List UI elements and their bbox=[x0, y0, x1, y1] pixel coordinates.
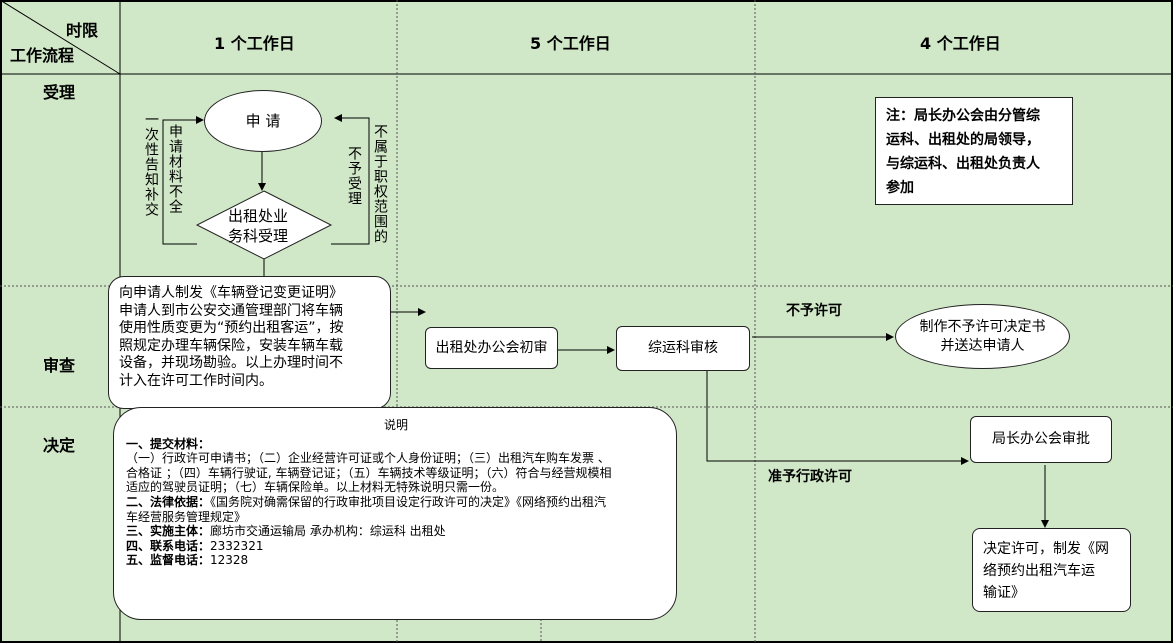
refuse-line-2: 并送达申请人 bbox=[940, 337, 1025, 354]
refuse-text: 制作不予许可决定书 并送达申请人 bbox=[920, 318, 1046, 356]
dept-accept-line-1: 出租处业 bbox=[228, 207, 289, 225]
explanation-line-body: 车经营服务管理规定》 bbox=[126, 509, 247, 524]
not-accepted-label: 不予受理 bbox=[346, 146, 362, 206]
column-header-3: 4 个工作日 bbox=[920, 34, 1001, 53]
column-header-2: 5 个工作日 bbox=[530, 34, 611, 53]
first-review-label: 出租处办公会初审 bbox=[435, 339, 548, 356]
first-review-node: 出租处办公会初审 bbox=[425, 327, 558, 369]
issue-certificate-text: 向申请人制发《车辆登记变更证明》 申请人到市公安交通管理部门将车辆 使用性质变更… bbox=[119, 285, 344, 390]
explanation-panel: 说明 一、提交材料： （一）行政许可申请书；（二）企业经营许可证或个人身份证明；… bbox=[113, 407, 677, 620]
explanation-body: 说明 一、提交材料： （一）行政许可申请书；（二）企业经营许可证或个人身份证明；… bbox=[126, 418, 666, 568]
no-permit-label: 不予许可 bbox=[786, 303, 842, 319]
bureau-approve-node: 局长办公会审批 bbox=[970, 416, 1112, 463]
materials-incomplete-label: 申请材料不全 bbox=[167, 124, 183, 214]
explanation-line-body: （一）行政许可申请书；（二）企业经营许可证或个人身份证明；（三）出租汽车购车发票… bbox=[126, 451, 610, 466]
note-line-2: 运科、出租处的局领导， bbox=[886, 132, 1040, 148]
corner-process-label: 工作流程 bbox=[10, 46, 75, 65]
explanation-line: 合格证 ；（四）车辆行驶证, 车辆登记证；（五）车辆技术等级证明；（六）符合与经… bbox=[126, 466, 666, 481]
issue-line-6: 计入在许可工作时间内。 bbox=[119, 372, 273, 389]
apply-node: 申 请 bbox=[204, 90, 322, 152]
explanation-line: 适应的驾驶员证明；（七）车辆保险单。以上材料无特殊说明只需一份。 bbox=[126, 480, 666, 495]
explanation-line: 四、联系电话：2332321 bbox=[126, 539, 666, 554]
corner-time-label: 时限 bbox=[66, 21, 99, 40]
issue-line-3: 使用性质变更为“预约出租客运”，按 bbox=[119, 320, 344, 336]
decision-line-1: 决定许可，制发《网 bbox=[983, 541, 1109, 557]
issue-certificate-node: 向申请人制发《车辆登记变更证明》 申请人到市公安交通管理部门将车辆 使用性质变更… bbox=[108, 276, 391, 409]
refuse-line-1: 制作不予许可决定书 bbox=[919, 318, 1046, 335]
explanation-line: 五、监督电话：12328 bbox=[126, 553, 666, 568]
explanation-line-head: 四、联系电话： bbox=[126, 538, 211, 553]
note-box: 注：局长办公会由分管综 运科、出租处的局领导， 与综运科、出租处负责人 参加 bbox=[875, 97, 1073, 205]
column-header-1: 1 个工作日 bbox=[214, 34, 295, 53]
notice-supplement-label: 一次性告知补交 bbox=[143, 112, 159, 217]
issue-line-2: 申请人到市公安交通管理部门将车辆 bbox=[119, 302, 343, 319]
explanation-line-body: 廊坊市交通运输局 承办机构：综运科 出租处 bbox=[210, 524, 446, 539]
section-review-node: 综运科审核 bbox=[616, 326, 750, 371]
decision-line-3: 输证》 bbox=[983, 585, 1025, 601]
bureau-approve-label: 局长办公会审批 bbox=[992, 431, 1090, 448]
explanation-line: 车经营服务管理规定》 bbox=[126, 510, 666, 525]
explanation-line: 一、提交材料： bbox=[126, 437, 666, 452]
note-line-3: 与综运科、出租处负责人 bbox=[886, 156, 1040, 172]
dept-accept-label: 出租处业 务科受理 bbox=[228, 206, 288, 246]
explanation-line-head: 五、监督电话： bbox=[126, 553, 211, 568]
dept-accept-line-2: 务科受理 bbox=[228, 227, 289, 245]
issue-line-5: 设备，并现场勘验。以上办理时间不 bbox=[119, 355, 343, 371]
explanation-line-body: 2332321 bbox=[210, 538, 264, 553]
explanation-title: 说明 bbox=[383, 418, 408, 432]
approve-label: 准予行政许可 bbox=[768, 469, 852, 485]
note-line-4: 参加 bbox=[886, 180, 914, 196]
refuse-node: 制作不予许可决定书 并送达申请人 bbox=[895, 304, 1070, 369]
issue-line-4: 照规定办理车辆保险，安装车辆车载 bbox=[119, 337, 343, 354]
explanation-line-body: 12328 bbox=[210, 553, 249, 568]
explanation-line-head: 三、实施主体： bbox=[126, 524, 211, 539]
explanation-line: 三、实施主体：廊坊市交通运输局 承办机构：综运科 出租处 bbox=[126, 524, 666, 539]
note-text: 注：局长办公会由分管综 运科、出租处的局领导， 与综运科、出租处负责人 参加 bbox=[886, 104, 1040, 200]
explanation-line-body: 《国务院对确需保留的行政审批项目设定行政许可的决定》《网络预约出租汽 bbox=[210, 494, 607, 509]
out-of-scope-label: 不属于职权范围的 bbox=[372, 124, 388, 244]
explanation-line-head: 一、提交材料： bbox=[126, 436, 211, 451]
row-label-decide: 决定 bbox=[43, 436, 76, 455]
row-label-review: 审查 bbox=[43, 356, 76, 375]
apply-label: 申 请 bbox=[245, 111, 281, 130]
decision-line-2: 络预约出租汽车运 bbox=[983, 563, 1095, 579]
explanation-line: 二、法律依据：《国务院对确需保留的行政审批项目设定行政许可的决定》《网络预约出租… bbox=[126, 495, 666, 510]
explanation-line-head: 二、法律依据： bbox=[126, 494, 211, 509]
explanation-line-body: 适应的驾驶员证明；（七）车辆保险单。以上材料无特殊说明只需一份。 bbox=[126, 480, 505, 495]
decision-text: 决定许可，制发《网 络预约出租汽车运 输证》 bbox=[983, 538, 1109, 604]
row-label-accept: 受理 bbox=[43, 83, 76, 102]
decision-node: 决定许可，制发《网 络预约出租汽车运 输证》 bbox=[972, 528, 1131, 612]
explanation-line-body: 合格证 ；（四）车辆行驶证, 车辆登记证；（五）车辆技术等级证明；（六）符合与经… bbox=[126, 465, 612, 480]
explanation-line: （一）行政许可申请书；（二）企业经营许可证或个人身份证明；（三）出租汽车购车发票… bbox=[126, 451, 666, 466]
note-line-1: 注：局长办公会由分管综 bbox=[886, 108, 1040, 124]
issue-line-1: 向申请人制发《车辆登记变更证明》 bbox=[119, 285, 343, 301]
section-review-label: 综运科审核 bbox=[648, 340, 718, 357]
